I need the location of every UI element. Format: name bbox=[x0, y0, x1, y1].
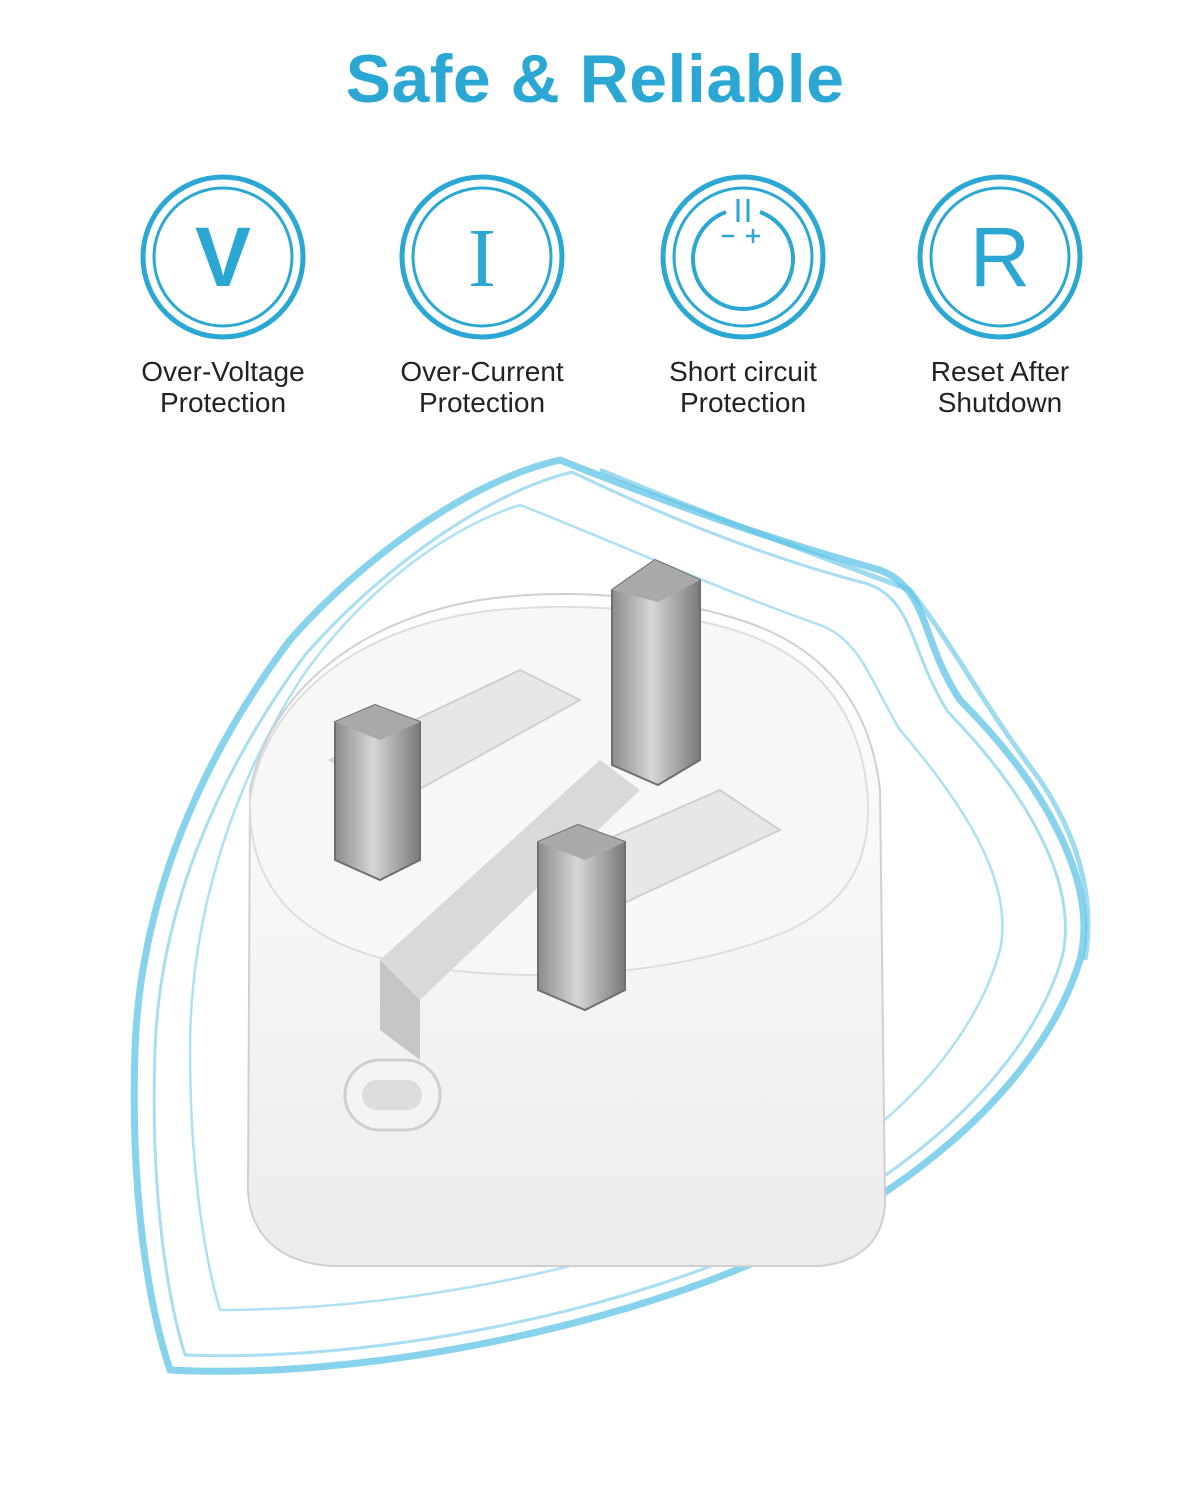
feature-label: Reset After Shutdown bbox=[930, 356, 1070, 418]
icon-glyph: R bbox=[970, 210, 1031, 304]
icon-glyph: V bbox=[195, 210, 251, 304]
feature-short-circuit: Short circuit Protection bbox=[623, 172, 863, 418]
charger-shield-illustration bbox=[130, 456, 1091, 1375]
earth-pin bbox=[611, 558, 701, 787]
feature-reset-after-shutdown: R Reset After Shutdown bbox=[880, 172, 1120, 418]
letter-i-icon: I bbox=[399, 174, 565, 340]
page-title: Safe & Reliable bbox=[345, 41, 845, 117]
neutral-pin bbox=[537, 823, 626, 1012]
feature-over-voltage: V Over-Voltage Protection bbox=[103, 172, 343, 418]
icon-glyph: I bbox=[468, 212, 496, 305]
feature-label: Over-Voltage Protection bbox=[141, 356, 305, 418]
live-pin bbox=[334, 703, 421, 882]
letter-r-icon: R bbox=[917, 174, 1083, 340]
feature-over-current: I Over-Current Protection bbox=[362, 172, 602, 418]
uk-plug-charger bbox=[246, 558, 887, 1267]
feature-label: Over-Current Protection bbox=[400, 356, 564, 418]
power-plus-minus-icon bbox=[660, 174, 826, 340]
letter-v-icon: V bbox=[140, 174, 306, 340]
feature-label: Short circuit Protection bbox=[669, 356, 817, 418]
